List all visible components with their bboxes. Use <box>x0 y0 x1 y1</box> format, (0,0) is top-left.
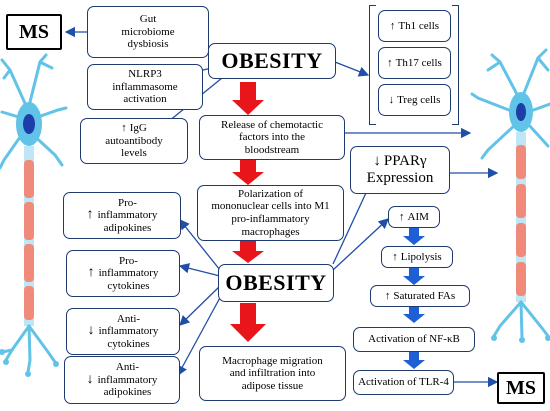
pro-cytokines-box: ↑ Pro- inflammatory cytokines <box>66 250 180 297</box>
obesity-top-label: OBESITY <box>221 48 323 74</box>
tcell-bracket-right <box>452 5 459 125</box>
anti-adipokines-box: ↓ Anti- inflammatory adipokines <box>64 356 180 404</box>
treg-box: Treg cells <box>378 84 451 116</box>
nfkb-label: Activation of NF-κB <box>368 333 460 346</box>
neuron-right-icon <box>470 48 550 343</box>
neuron-left-icon <box>0 53 68 377</box>
th1-box: Th1 cells <box>378 10 451 42</box>
nfkb-box: Activation of NF-κB <box>353 327 475 352</box>
igg-line1: IgG <box>121 122 147 135</box>
ms-bottom-label: MS <box>506 376 536 399</box>
polarization-box: Polarization of mononuclear cells into M… <box>197 185 344 241</box>
up-arrow-icon: ↑ <box>86 207 94 223</box>
lipolysis-label: Lipolysis <box>392 251 442 264</box>
obesity-mid-box: OBESITY <box>218 264 334 302</box>
release-box: Release of chemotactic factors into the … <box>199 115 345 160</box>
down-arrow-icon: ↓ <box>86 371 94 387</box>
th17-label: Th17 cells <box>387 57 442 70</box>
aim-label: AIM <box>399 211 429 224</box>
ms-bottom-box: MS <box>497 372 545 404</box>
th1-label: Th1 cells <box>390 20 439 33</box>
anti-cytokines-label: Anti- inflammatory cytokines <box>98 312 159 350</box>
saturated-fas-label: Saturated FAs <box>385 290 455 303</box>
pro-adipokines-label: Pro- inflammatory adipokines <box>97 196 158 234</box>
release-label: Release of chemotactic factors into the … <box>220 118 323 156</box>
polarization-label: Polarization of mononuclear cells into M… <box>211 187 330 238</box>
treg-label: Treg cells <box>389 94 440 107</box>
th17-box: Th17 cells <box>378 47 451 79</box>
anti-adipokines-label: Anti- inflammatory adipokines <box>97 361 158 399</box>
ppar-line2: Expression <box>366 170 434 186</box>
tlr4-label: Activation of TLR-4 <box>358 376 449 389</box>
nlrp3-box: NLRP3 inflammasome activation <box>87 64 203 110</box>
igg-box: IgG autoantibody levels <box>80 118 188 164</box>
tcell-bracket-left <box>369 5 376 125</box>
obesity-top-box: OBESITY <box>208 43 336 79</box>
tlr4-box: Activation of TLR-4 <box>353 370 454 395</box>
ms-top-label: MS <box>19 20 49 43</box>
up-arrow-icon: ↑ <box>87 265 95 281</box>
ms-top-box: MS <box>6 14 62 50</box>
gut-microbiome-label: Gut microbiome dysbiosis <box>121 13 175 51</box>
macrophage-box: Macrophage migration and infiltration in… <box>199 346 346 401</box>
anti-cytokines-box: ↓ Anti- inflammatory cytokines <box>66 308 180 355</box>
lipolysis-box: Lipolysis <box>381 246 453 268</box>
obesity-mid-label: OBESITY <box>225 270 327 296</box>
aim-box: AIM <box>388 206 440 228</box>
gut-microbiome-box: Gut microbiome dysbiosis <box>87 6 209 58</box>
pro-cytokines-label: Pro- inflammatory cytokines <box>98 254 159 292</box>
macrophage-label: Macrophage migration and infiltration in… <box>222 354 323 392</box>
igg-rest: autoantibody levels <box>105 134 163 160</box>
pro-adipokines-box: ↑ Pro- inflammatory adipokines <box>63 192 181 239</box>
saturated-fas-box: Saturated FAs <box>370 285 470 307</box>
down-arrow-icon: ↓ <box>87 323 95 339</box>
nlrp3-label: NLRP3 inflammasome activation <box>112 68 178 106</box>
ppar-line1: PPARγ <box>373 153 427 170</box>
ppar-box: PPARγ Expression <box>350 146 450 194</box>
